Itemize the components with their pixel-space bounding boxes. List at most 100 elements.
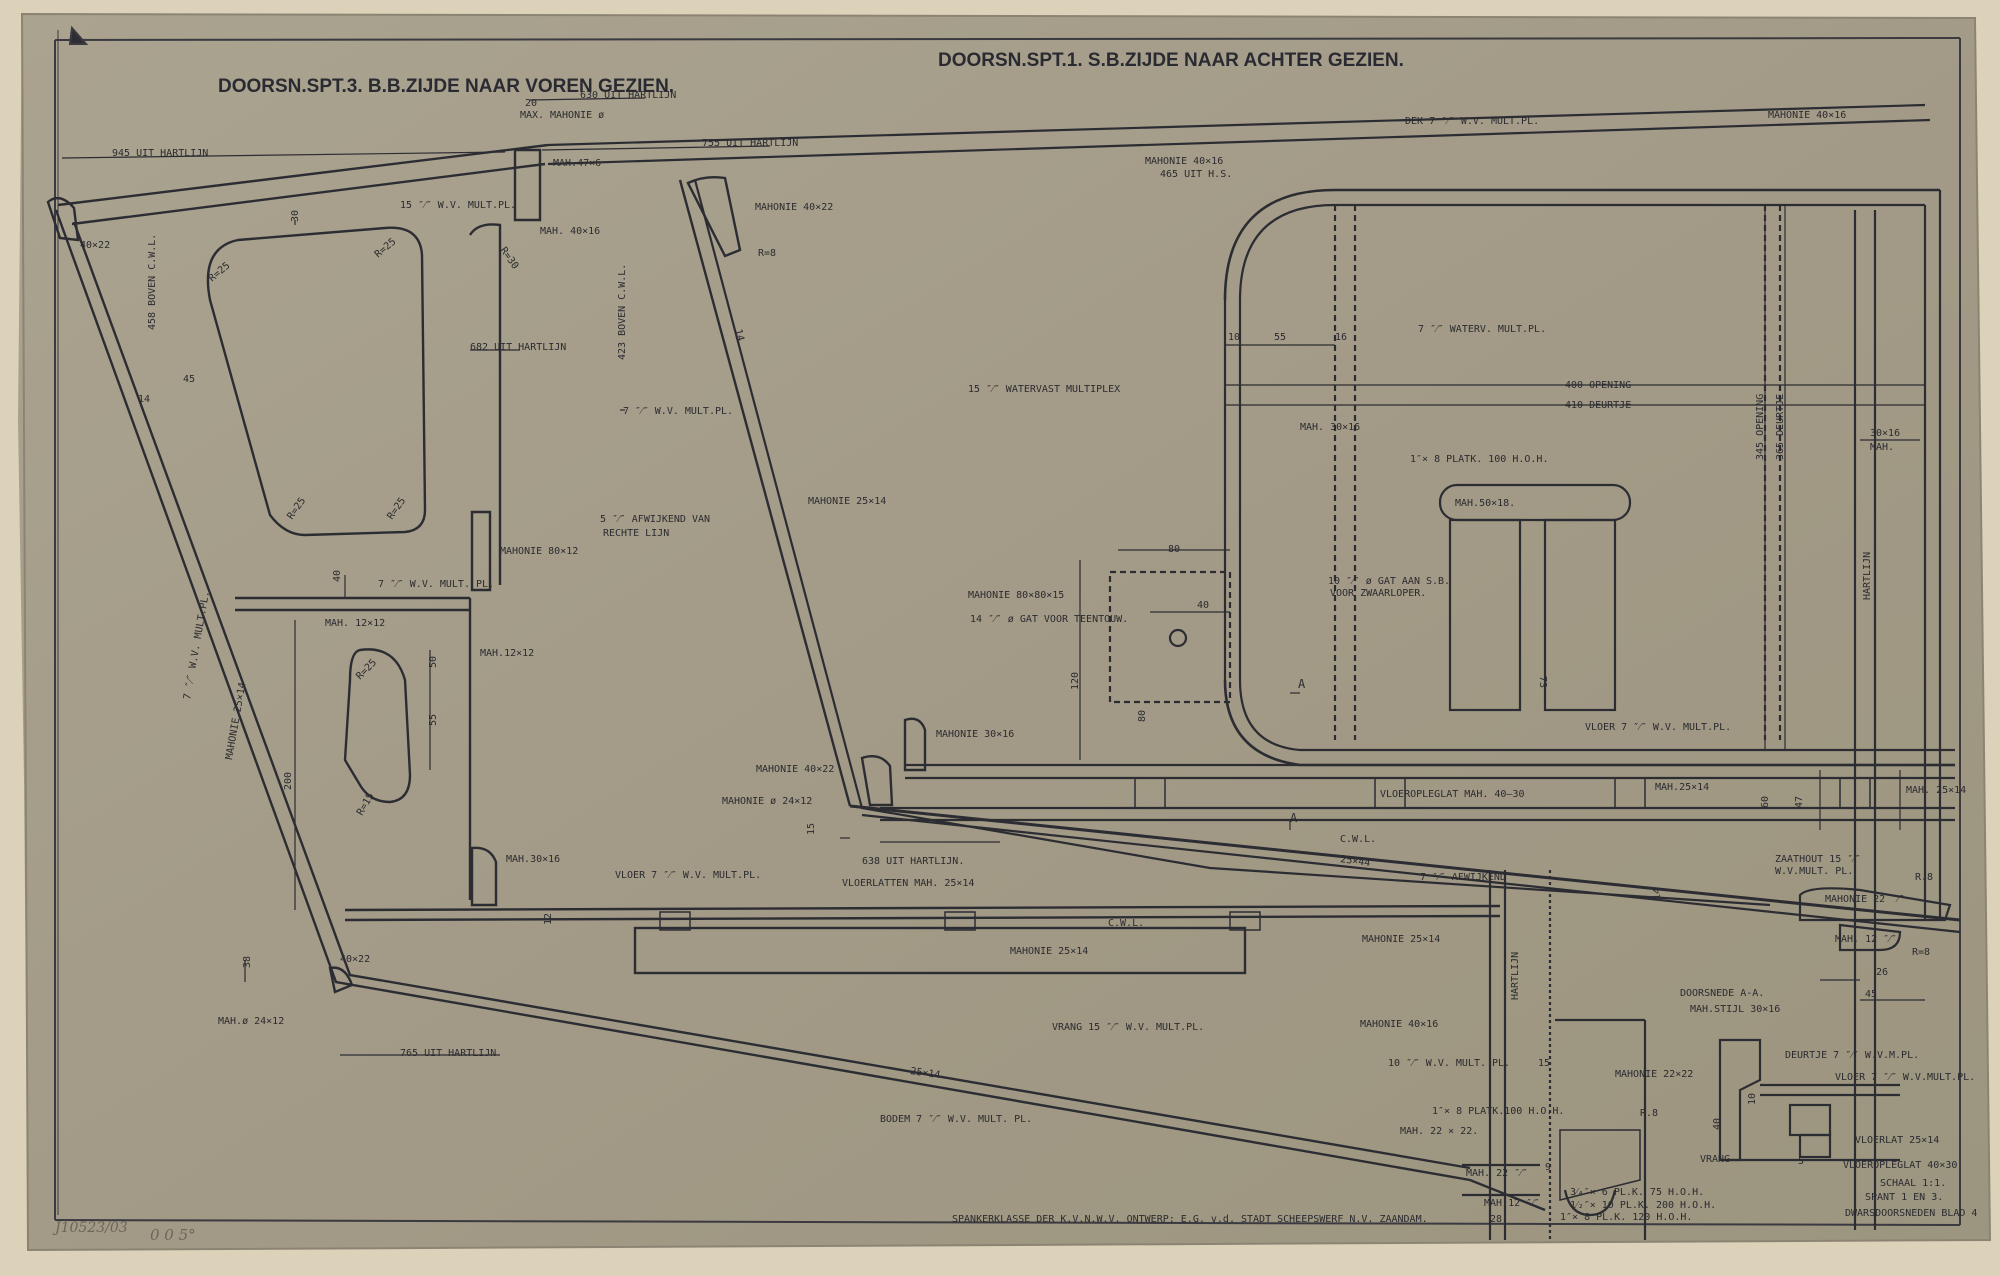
label-mah12-a: MAH. 12×12 bbox=[325, 618, 385, 629]
label-d14b: 14 bbox=[732, 328, 746, 342]
label-mahonie-40x16-top-right: MAHONIE 40×16 bbox=[1768, 110, 1846, 121]
label-waterv: 7 ″⁄″ WATERV. MULT.PL. bbox=[1418, 324, 1546, 335]
label-d15: 15 bbox=[806, 823, 817, 835]
label-d120: 120 bbox=[1070, 672, 1081, 690]
label-vloer: VLOER 7 ″⁄″ W.V. MULT.PL. bbox=[615, 870, 761, 881]
label-d12: 12 bbox=[543, 913, 554, 925]
label-mahonie-phi-24x12: MAHONIE ø 24×12 bbox=[722, 796, 812, 807]
label-d50: 50 bbox=[428, 656, 439, 668]
left-cross-section bbox=[46, 97, 1771, 1212]
title-block: SPANKERKLASSE DER K.V.N.W.V. ONTWERP: E.… bbox=[952, 1178, 1977, 1225]
label-afwijkend: 5 ″⁄″ AFWIJKEND VAN bbox=[600, 514, 710, 525]
label-d45b: 45 bbox=[1865, 989, 1877, 1000]
label-r8: R=8 bbox=[758, 248, 776, 259]
label-d45: 45 bbox=[183, 374, 195, 385]
label-r8d: R.8 bbox=[1640, 1108, 1658, 1119]
label-vloerlatten: VLOERLATTEN MAH. 25×14 bbox=[842, 878, 974, 889]
label-mah-25x14-c: MAH.25×14 bbox=[1655, 782, 1709, 793]
label-opening-345: 345 OPENING bbox=[1755, 394, 1766, 460]
label-hartlijn-vertical-2: HARTLIJN bbox=[1510, 952, 1521, 1000]
label-mahonie-40x16-top: MAHONIE 40×16 bbox=[1145, 156, 1223, 167]
footer-scale: SCHAAL 1:1. bbox=[1880, 1178, 1946, 1189]
label-mahonie-80x80: MAHONIE 80×80×15 bbox=[968, 590, 1064, 601]
label-mah-12-c: MAH. 12 ″⁄″ bbox=[1835, 934, 1897, 945]
title-left-section: DOORSN.SPT.3. B.B.ZIJDE NAAR VOREN GEZIE… bbox=[218, 76, 674, 97]
label-d5: 5 bbox=[1798, 1156, 1804, 1167]
label-bodem: BODEM 7 ″⁄″ W.V. MULT. PL. bbox=[880, 1114, 1032, 1125]
label-d80b: 80 bbox=[1137, 710, 1148, 722]
label-d16: 16 bbox=[1335, 332, 1347, 343]
label-d423: 423 BOVEN C.W.L. bbox=[617, 264, 628, 360]
label-mah50x18: MAH.50×18. bbox=[1455, 498, 1515, 509]
label-mahonie-25x14-b: MAHONIE 25×14 bbox=[1010, 946, 1088, 957]
label-r8c: R=8 bbox=[1912, 947, 1930, 958]
label-mah40x16: MAH. 40×16 bbox=[540, 226, 600, 237]
label-deurtje-365: 365 DEURTJE bbox=[1775, 394, 1786, 460]
label-zwaarloper: VOOR ZWAARLOPER. bbox=[1330, 588, 1426, 599]
label-vloeropleglat-2: VLOEROPLEGLAT 40×30 bbox=[1843, 1160, 1957, 1171]
border-frame bbox=[54, 25, 1961, 1226]
label-30x16: 30×16 bbox=[1870, 428, 1900, 439]
footer-sheet-title: DWARSDOORSNEDEN BLAD 4 bbox=[1845, 1208, 1977, 1219]
tracing-film bbox=[18, 14, 1990, 1250]
label-mah47: MAH.47×6 bbox=[553, 158, 601, 169]
label-25x44: 25×44 bbox=[1340, 854, 1371, 869]
label-d40: 40 bbox=[332, 570, 343, 582]
label-d682: 682 UIT HARTLIJN bbox=[470, 342, 566, 353]
label-mah-stijl: MAH.STIJL 30×16 bbox=[1690, 1004, 1780, 1015]
label-mahonie-22x22: MAHONIE 22×22 bbox=[1615, 1069, 1693, 1080]
label-mahonie-25x14-e: MAHONIE 25×14 bbox=[1362, 934, 1440, 945]
label-ply15: 15 ″⁄″ W.V. MULT.PL. bbox=[400, 200, 516, 211]
label-d10b: 10 bbox=[1747, 1093, 1758, 1105]
deck-beam bbox=[57, 143, 549, 207]
label-d26: 26 bbox=[1876, 967, 1888, 978]
label-gat-14: 14 ″⁄″ ø GAT VOOR TEENTOUW. bbox=[970, 614, 1128, 625]
label-mah12-b: MAH.12×12 bbox=[480, 648, 534, 659]
label-section-mark-a2: A bbox=[1290, 811, 1298, 825]
label-mah30x16-a: MAH.30×16 bbox=[506, 854, 560, 865]
label-gat-10: 10 ″⁄″ ø GAT AAN S.B. bbox=[1328, 576, 1450, 587]
label-mahonie-30x16: MAHONIE 30×16 bbox=[936, 729, 1014, 740]
label-vloerlat: VLOERLAT 25×14 bbox=[1855, 1135, 1939, 1146]
title-right-section: DOORSN.SPT.1. S.B.ZIJDE NAAR ACHTER GEZI… bbox=[938, 50, 1404, 71]
pencil-note-number: J10523/03 bbox=[52, 1220, 128, 1236]
label-vloer-7: VLOER 7 ″⁄″ W.V. MULT.PL. bbox=[1585, 722, 1731, 733]
label-d38: 38 bbox=[242, 956, 253, 968]
label-vloer-7-b: VLOER 7 ″⁄″ W.V.MULT.PL. bbox=[1835, 1072, 1975, 1083]
label-d630: 630 UIT HARTLIJN bbox=[580, 90, 676, 101]
label-d55-r: 55 bbox=[1274, 332, 1286, 343]
label-wv-mult: W.V.MULT. PL. bbox=[1775, 866, 1853, 877]
label-afwijkend-7: 7 ″⁄″ AFWIJKEND bbox=[1420, 872, 1506, 883]
label-ply7a: 7 ″⁄″ W.V. MULT.PL. bbox=[623, 406, 733, 417]
right-section-labels: DEK 7 ″⁄″ W.V. MULT.PL. MAHONIE 40×16 MA… bbox=[755, 110, 1975, 1225]
label-d14a: 14 bbox=[138, 394, 150, 405]
label-vrang: VRANG 15 ″⁄″ W.V. MULT.PL. bbox=[1052, 1022, 1204, 1033]
label-dek: DEK 7 ″⁄″ W.V. MULT.PL. bbox=[1405, 116, 1539, 127]
label-ply15-watervast: 15 ″⁄″ WATERVAST MULTIPLEX bbox=[968, 384, 1120, 395]
label-d9: 9 bbox=[1545, 1162, 1551, 1173]
label-mahonie-22: MAHONIE 22 ″⁄″ bbox=[1825, 894, 1905, 905]
right-cross-section bbox=[547, 103, 1961, 1240]
label-mah-phi-24x12: MAH.ø 24×12 bbox=[218, 1016, 284, 1027]
label-ply10: 10 ″⁄″ W.V. MULT. PL. bbox=[1388, 1058, 1510, 1069]
label-cwl: C.W.L. bbox=[1108, 918, 1144, 929]
pencil-annotations: J10523/03 0 0 5° bbox=[52, 1220, 196, 1244]
tracing-film-edge bbox=[20, 12, 1992, 1252]
label-d458: 458 BOVEN C.W.L. bbox=[147, 234, 158, 330]
label-d10: 10 bbox=[1228, 332, 1240, 343]
label-cwl-2: C.W.L. bbox=[1340, 834, 1376, 845]
label-d40b: 40 bbox=[1197, 600, 1209, 611]
label-d638: 638 UIT HARTLIJN. bbox=[862, 856, 964, 867]
label-rechte-lijn: RECHTE LIJN bbox=[603, 528, 669, 539]
label-mah-word: MAH. bbox=[1870, 442, 1894, 453]
label-plk-120: 1″× 8 PL.K. 120 H.O.H. bbox=[1560, 1212, 1692, 1223]
label-platk-1: 1″× 8 PLATK. 100 H.O.H. bbox=[1410, 454, 1548, 465]
label-d28: 28 bbox=[1490, 1214, 1502, 1225]
label-mahonie-40x22: MAHONIE 40×22 bbox=[755, 202, 833, 213]
label-ply7b: 7 ″⁄″ W.V. MULT. PL. bbox=[378, 579, 494, 590]
label-r8b: R.8 bbox=[1915, 872, 1933, 883]
label-40x22-bottom: 40×22 bbox=[340, 954, 370, 965]
label-mah-25x14-d: MAH. 25×14 bbox=[1906, 785, 1966, 796]
label-mah-12-d: MAH.12 ″⁄″ bbox=[1484, 1198, 1540, 1209]
label-d30: 30 bbox=[290, 210, 301, 222]
